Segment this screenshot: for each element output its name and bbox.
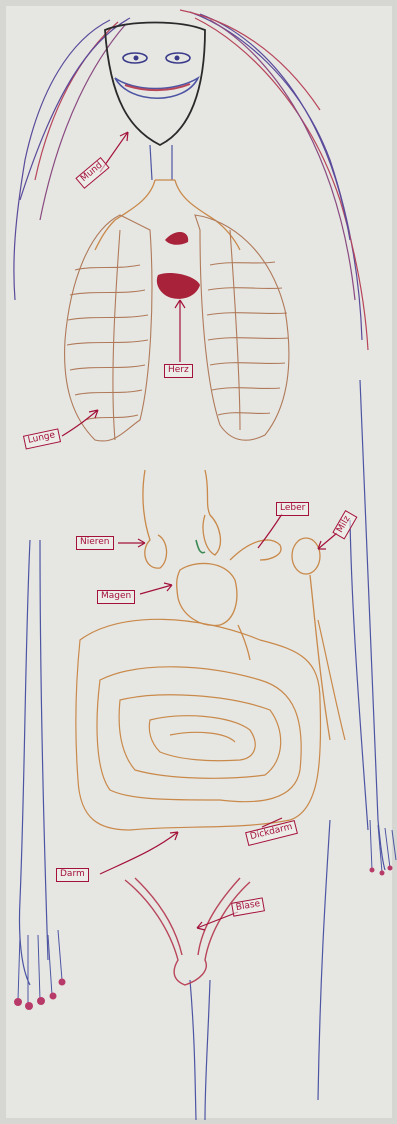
label-herz: Herz	[164, 364, 193, 378]
label-magen: Magen	[97, 590, 135, 604]
label-darm: Darm	[56, 868, 89, 882]
label-leber: Leber	[276, 502, 309, 516]
label-nieren: Nieren	[76, 536, 114, 550]
